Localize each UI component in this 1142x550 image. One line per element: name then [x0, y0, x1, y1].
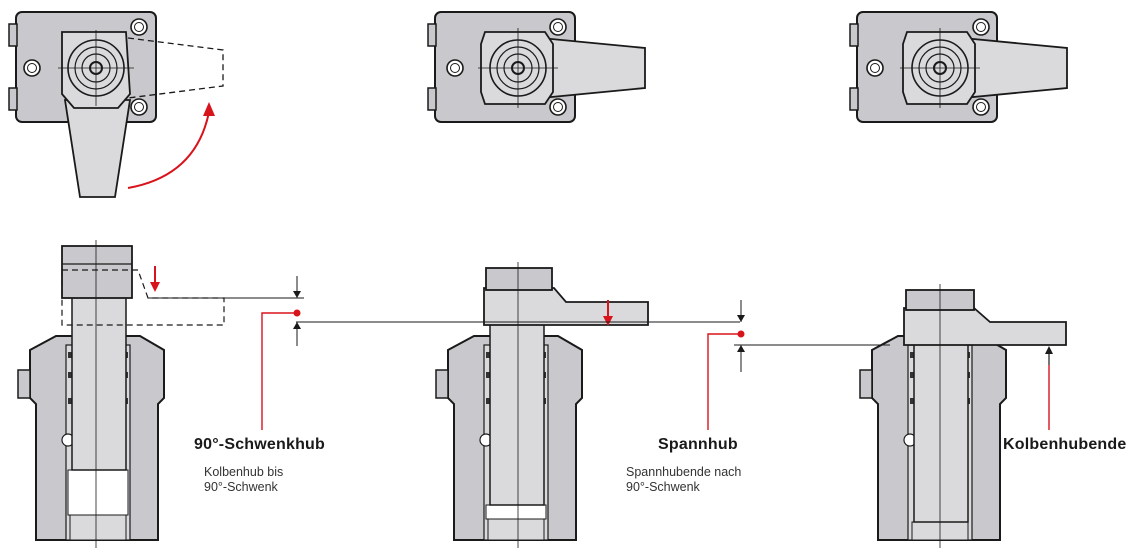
swivel-stroke-title: 90°-Schwenkhub — [194, 436, 326, 453]
red-leader-lines — [261, 309, 1050, 430]
piston-stroke-end-title: Kolbenhubende — [1003, 436, 1127, 453]
side-view-swivelled — [435, 262, 649, 548]
clamp-stroke-subtitle-line2: 90°-Schwenk — [626, 480, 700, 494]
dimension-lines — [148, 276, 890, 372]
side-view-clamped — [859, 284, 1067, 548]
side-view-start — [17, 240, 225, 548]
clamp-stroke-subtitle-line1: Spannhubende nach — [626, 465, 742, 479]
top-view-clamped — [849, 11, 1068, 123]
swivel-stroke-subtitle-line1: Kolbenhub bis — [204, 465, 284, 479]
top-view-start — [8, 11, 224, 198]
swivel-stroke-subtitle-line2: 90°-Schwenk — [204, 480, 278, 494]
clamp-stroke-title: Spannhub — [658, 436, 738, 453]
top-view-swivelled — [427, 11, 646, 123]
